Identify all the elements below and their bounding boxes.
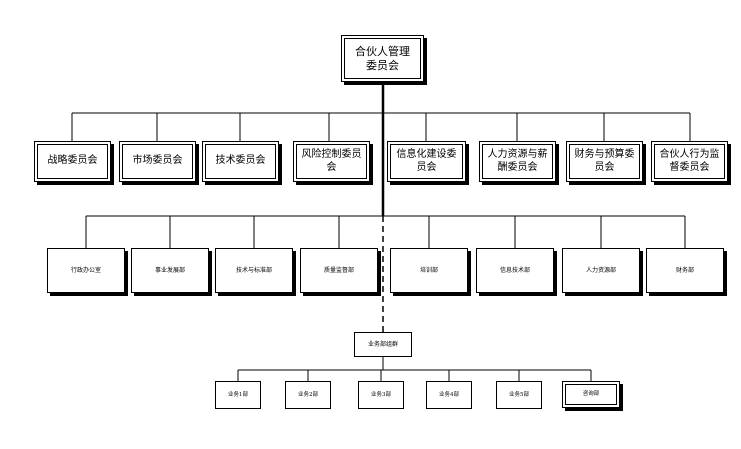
business-unit-label: 业务5部 [509, 391, 529, 398]
committee-node: 技术委员会 [202, 141, 279, 182]
committee-node: 市场委员会 [119, 141, 196, 182]
committee-node: 人力资源与薪酬委员会 [479, 141, 556, 182]
business-group-node: 业务部组群 [354, 332, 412, 357]
committee-label: 人力资源与薪酬委员会 [487, 149, 548, 173]
committee-node: 合伙人行为监督委员会 [651, 141, 728, 182]
department-label: 事业发展部 [154, 266, 185, 274]
root-label: 合伙人管理委员会 [355, 44, 410, 72]
department-node: 技术与标准部 [215, 248, 293, 293]
business-unit-node: 业务2部 [285, 381, 331, 409]
root-node: 合伙人管理委员会 [341, 35, 424, 82]
committee-node: 财务与预算委员会 [566, 141, 643, 182]
department-label: 行政办公室 [70, 266, 101, 274]
business-unit-label: 业务1部 [228, 391, 248, 398]
business-group-label: 业务部组群 [367, 340, 398, 348]
department-label: 财务部 [675, 266, 694, 274]
committee-label: 技术委员会 [215, 155, 266, 167]
department-label: 质量监督部 [323, 266, 354, 274]
department-node: 信息技术部 [476, 248, 554, 293]
department-node: 人力资源部 [562, 248, 640, 293]
business-unit-node: 业务3部 [358, 381, 404, 409]
committee-node: 信息化建设委员会 [387, 141, 466, 182]
department-label: 技术与标准部 [235, 266, 272, 274]
department-node: 事业发展部 [131, 248, 209, 293]
committee-label: 信息化建设委员会 [396, 149, 457, 173]
committee-node: 战略委员会 [34, 141, 111, 182]
business-unit-node: 业务5部 [496, 381, 542, 409]
department-node: 财务部 [646, 248, 724, 293]
department-label: 人力资源部 [585, 266, 616, 274]
business-unit-node: 业务1部 [215, 381, 261, 409]
business-unit-node: 业务4部 [426, 381, 472, 409]
committee-label: 市场委员会 [132, 155, 183, 167]
business-unit-label: 业务3部 [371, 391, 391, 398]
department-label: 信息技术部 [499, 266, 530, 274]
department-node: 行政办公室 [47, 248, 125, 293]
committee-label: 风险控制委员会 [301, 149, 362, 173]
department-node: 培训部 [390, 248, 468, 293]
business-unit-label: 咨询部 [582, 391, 600, 398]
consulting-unit-node: 咨询部 [562, 381, 620, 408]
business-unit-label: 业务4部 [439, 391, 459, 398]
committee-label: 财务与预算委员会 [574, 149, 635, 173]
business-unit-label: 业务2部 [298, 391, 318, 398]
committee-node: 风险控制委员会 [293, 141, 370, 182]
department-node: 质量监督部 [300, 248, 378, 293]
committee-label: 战略委员会 [47, 155, 98, 167]
committee-label: 合伙人行为监督委员会 [659, 149, 720, 173]
department-label: 培训部 [419, 266, 438, 274]
